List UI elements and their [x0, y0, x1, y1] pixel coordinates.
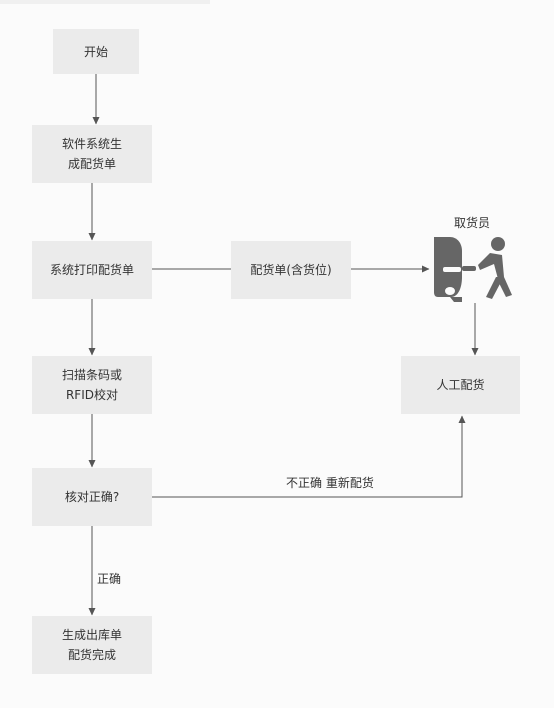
- arrow-check-to-manual: [152, 415, 466, 498]
- node-scan-verify: 扫描条码或 RFID校对: [32, 356, 152, 414]
- node-print-order: 系统打印配货单: [32, 241, 152, 299]
- node-generate-order-line2: 成配货单: [67, 157, 116, 171]
- node-check-correct-text: 核对正确?: [64, 490, 120, 504]
- node-finish-line2: 配货完成: [67, 648, 116, 662]
- node-check-correct: 核对正确?: [32, 468, 152, 526]
- node-picking-list: 配货单(含货位): [231, 241, 351, 299]
- node-scan-verify-line1: 扫描条码或: [61, 368, 122, 382]
- node-start: 开始: [53, 29, 139, 74]
- node-generate-order: 软件系统生 成配货单: [32, 125, 152, 183]
- node-finish: 生成出库单 配货完成: [32, 616, 152, 674]
- node-manual-picking-text: 人工配货: [436, 378, 485, 392]
- node-manual-picking: 人工配货: [401, 356, 520, 414]
- label-correct: 正确: [97, 572, 122, 586]
- node-scan-verify-line2: RFID校对: [65, 388, 118, 402]
- node-print-order-text: 系统打印配货单: [49, 263, 134, 277]
- person-pushing-cart-icon: [434, 237, 512, 302]
- top-edge-bar: [0, 0, 210, 4]
- label-incorrect-repick: 不正确 重新配货: [286, 476, 374, 490]
- node-finish-line1: 生成出库单: [61, 628, 122, 642]
- node-picking-list-text: 配货单(含货位): [250, 263, 332, 277]
- node-generate-order-line1: 软件系统生: [61, 137, 122, 151]
- picker-label: 取货员: [454, 216, 491, 230]
- node-start-text: 开始: [83, 44, 108, 59]
